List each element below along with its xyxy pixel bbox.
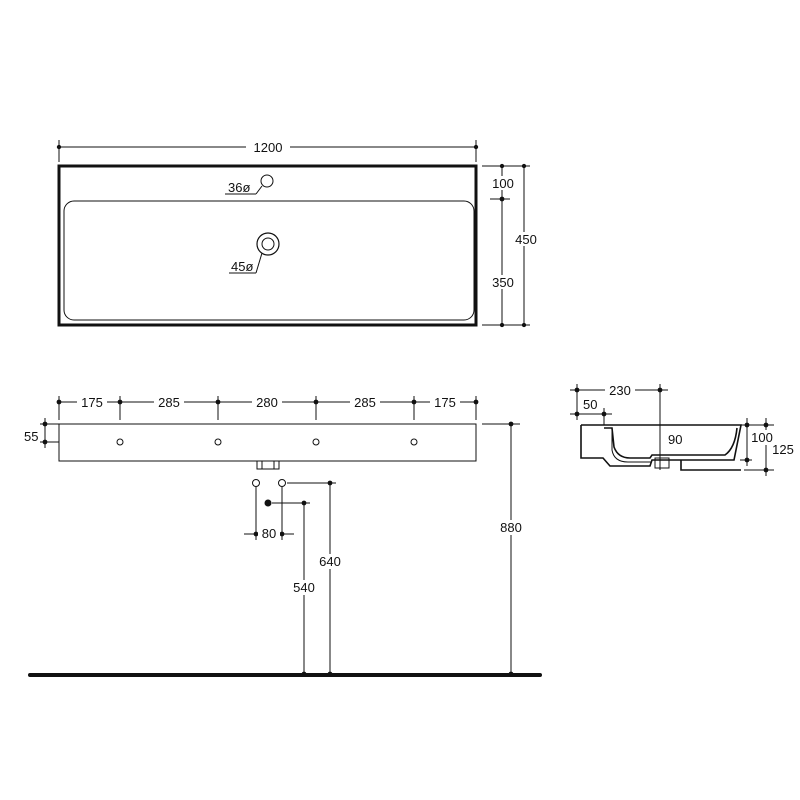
side-bowl-depth-label: 90	[668, 432, 682, 447]
drain-outer	[256, 232, 280, 256]
drain-inner	[261, 237, 275, 251]
side-profile-outer	[580, 424, 742, 471]
spacing-label-2: 285	[158, 395, 180, 410]
side-profile-inner	[604, 427, 738, 459]
side-view: 230 50 90 100 125	[570, 382, 798, 476]
width-label: 1200	[254, 140, 283, 155]
spacing-ticks	[56, 396, 479, 420]
spacing-label-5: 175	[434, 395, 456, 410]
waste-height-540: 540	[293, 580, 315, 595]
spacing-label-1: 175	[81, 395, 103, 410]
depth-label: 55	[24, 429, 38, 444]
front-view: 175 285 280 285 175 55 880	[24, 394, 542, 677]
waste-outlet-center	[264, 499, 272, 507]
drain-label: 45ø	[231, 259, 253, 274]
spacing-label-3: 280	[256, 395, 278, 410]
drain-stub	[256, 460, 280, 470]
basin-front	[58, 423, 477, 462]
waste-spacing-label: 80	[262, 526, 276, 541]
top-view: 1200 36ø 45ø 100 350 450	[56, 138, 541, 328]
height-floor-label: 880	[500, 520, 522, 535]
bowl-outline	[63, 200, 475, 321]
waste-outlet-left	[252, 479, 260, 487]
height-top-label: 100	[492, 176, 514, 191]
height-total-label: 450	[515, 232, 537, 247]
waste-height-640: 640	[319, 554, 341, 569]
side-rim-label: 50	[583, 397, 597, 412]
side-inner-height-label: 100	[751, 430, 773, 445]
tap-hole-label: 36ø	[228, 180, 250, 195]
tap-hole	[260, 174, 274, 188]
waste-outlet-right	[278, 479, 286, 487]
spacing-label-4: 285	[354, 395, 376, 410]
side-depth-label: 230	[609, 383, 631, 398]
side-total-height-label: 125	[772, 442, 794, 457]
basin-outline	[57, 164, 478, 327]
height-bowl-label: 350	[492, 275, 514, 290]
